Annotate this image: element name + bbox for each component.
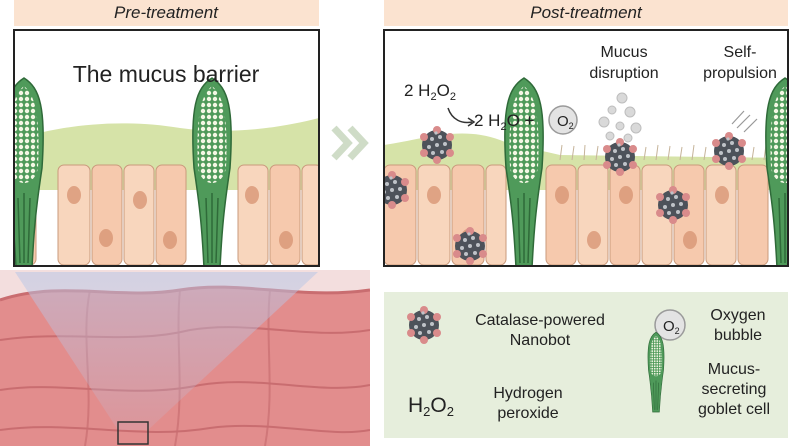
- o2-bubble-icon: [548, 105, 578, 135]
- legend-h2o2-symbol: H2O2: [408, 394, 454, 419]
- mucus-barrier-title: The mucus barrier: [73, 61, 260, 87]
- legend-nanobot-label-2: Nanobot: [510, 332, 571, 349]
- pre-header-bar: [14, 0, 319, 26]
- legend-goblet-label-3: goblet cell: [698, 401, 770, 418]
- transition-arrow: [331, 125, 369, 161]
- legend-oxygen-label-1: Oxygen: [710, 307, 765, 324]
- pre-header-title: Pre-treatment: [114, 3, 219, 22]
- zoom-box: [117, 421, 149, 445]
- pre-treatment-panel: [14, 30, 319, 266]
- self-propulsion-label-2: propulsion: [703, 65, 777, 82]
- post-cell-row: [384, 164, 769, 266]
- legend-hydrogen-label-1: Hydrogen: [493, 385, 562, 402]
- svg-text:O2: O2: [663, 318, 680, 336]
- svg-text:2 H2O2: 2 H2O2: [404, 81, 456, 103]
- mucus-disruption-label-2: disruption: [589, 65, 658, 82]
- post-header-bar: [384, 0, 788, 26]
- legend-goblet-label-1: Mucus-: [708, 361, 760, 378]
- pre-panel-border: [13, 29, 320, 267]
- legend-oxygen-label-2: bubble: [714, 327, 762, 344]
- reaction-equation: 2 H2O2 2 H2O + O2: [404, 81, 578, 135]
- legend-o2-icon: [654, 309, 686, 341]
- svg-text:O2: O2: [557, 113, 574, 131]
- legend-panel: [384, 292, 788, 438]
- svg-text:2 H2O +: 2 H2O +: [474, 111, 535, 133]
- propulsion-lines: [731, 110, 758, 133]
- post-header-title: Post-treatment: [530, 3, 643, 22]
- intestine-illustration: [0, 270, 370, 446]
- mucus-disruption-label-1: Mucus: [600, 44, 647, 61]
- legend-hydrogen-label-2: peroxide: [497, 405, 558, 422]
- legend-nanobot-label-1: Catalase-powered: [475, 312, 605, 329]
- legend-goblet-label-2: secreting: [702, 381, 767, 398]
- oxygen-bubbles: [598, 92, 642, 143]
- self-propulsion-label-1: Self-: [724, 44, 757, 61]
- post-treatment-panel: [384, 30, 788, 266]
- post-panel-border: [383, 29, 789, 267]
- pre-cell-row: [14, 164, 319, 266]
